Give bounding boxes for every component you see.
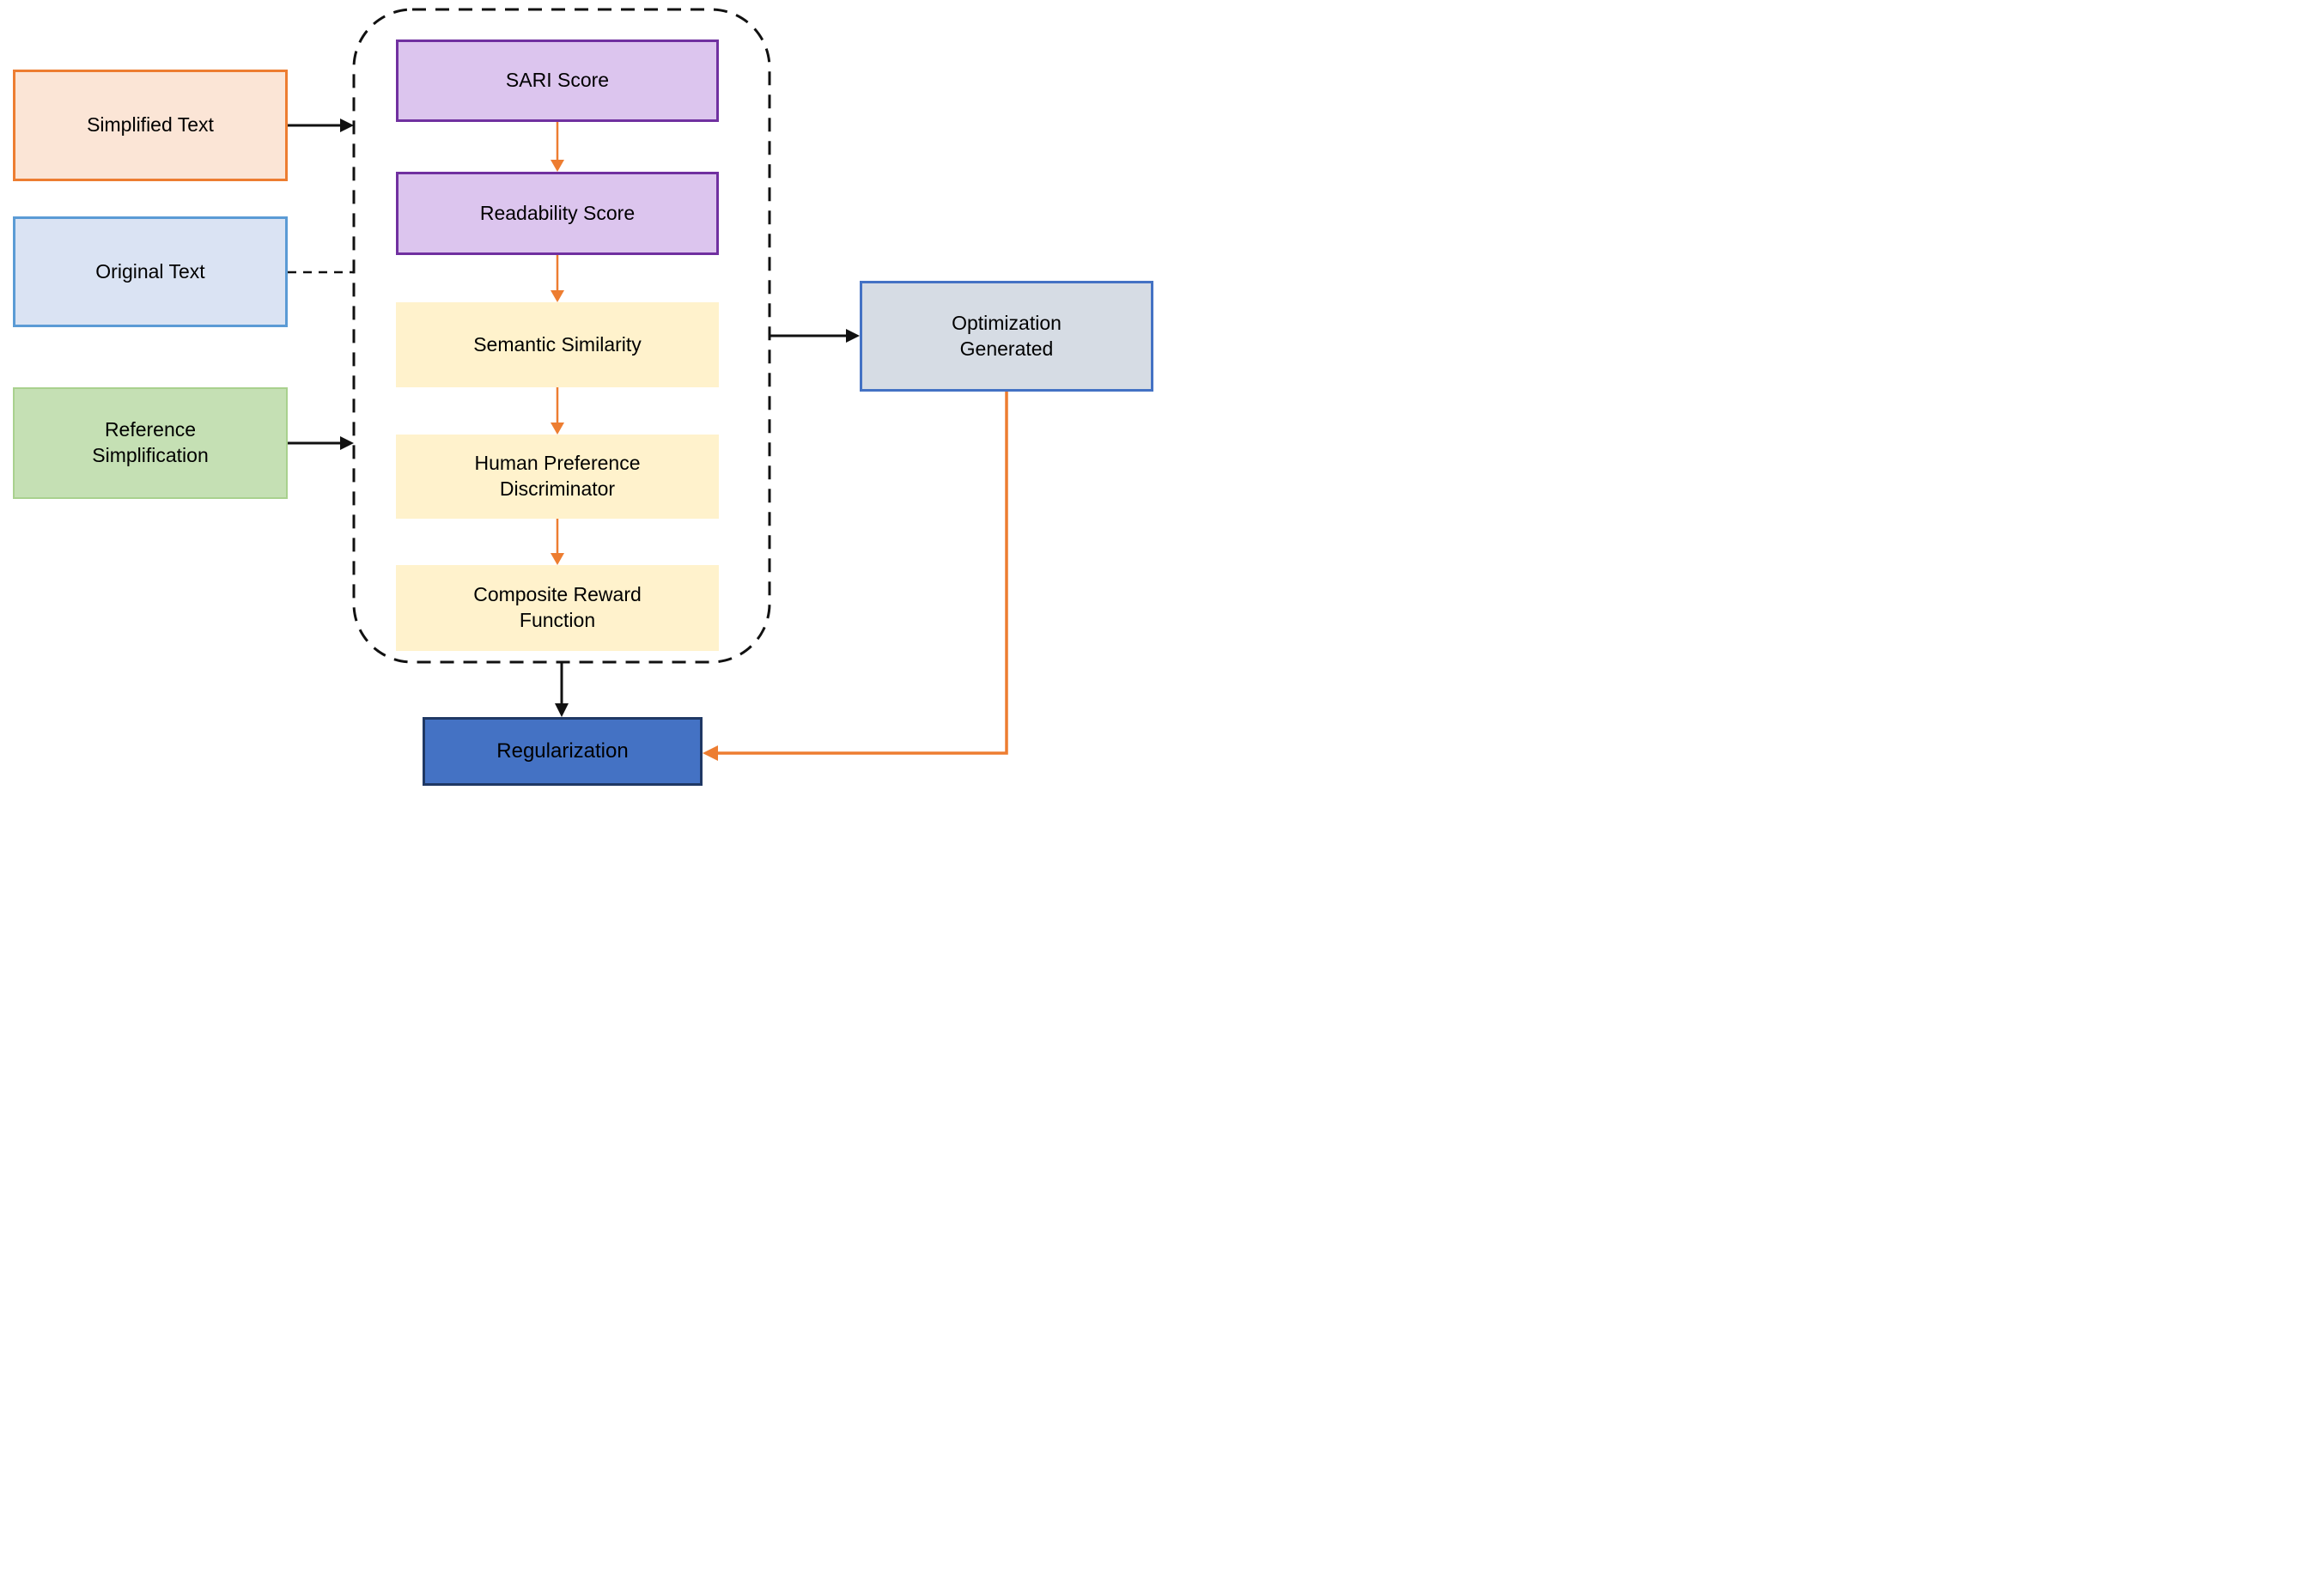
- step-semantic-similarity-label: Semantic Similarity: [473, 332, 642, 356]
- input-original-text-box: Original Text: [13, 216, 288, 327]
- step-sari-score-label: SARI Score: [505, 69, 610, 92]
- reward-pipeline-container: SARI Score Readability Score Semantic Si…: [354, 9, 770, 662]
- arrow-simplified-to-pipeline: [288, 119, 354, 132]
- step-sari-score-box: SARI Score: [396, 40, 719, 122]
- step-human-preference-discriminator-box: Human Preference Discriminator: [396, 435, 719, 519]
- output-optimization-generated-label: Optimization Generated: [952, 311, 1062, 360]
- step-readability-score-box: Readability Score: [396, 172, 719, 255]
- step-composite-reward-function-label: Composite Reward Function: [473, 583, 642, 631]
- output-regularization-box: Regularization: [423, 717, 703, 786]
- arrow-pipeline-to-optimization: [770, 329, 860, 343]
- arrow-reference-to-pipeline: [288, 436, 354, 450]
- step-human-preference-discriminator-label: Human Preference Discriminator: [474, 452, 641, 500]
- step-composite-reward-function-box: Composite Reward Function: [396, 565, 719, 651]
- output-optimization-generated-box: Optimization Generated: [860, 281, 1153, 392]
- output-regularization-label: Regularization: [496, 739, 629, 763]
- input-reference-simplification-label: Reference Simplification: [92, 418, 209, 466]
- step-semantic-similarity-box: Semantic Similarity: [396, 302, 719, 387]
- arrow-pipeline-to-regularization: [555, 663, 569, 717]
- input-reference-simplification-box: Reference Simplification: [13, 387, 288, 499]
- input-original-text-label: Original Text: [95, 259, 205, 283]
- input-simplified-text-box: Simplified Text: [13, 70, 288, 181]
- input-simplified-text-label: Simplified Text: [87, 113, 214, 137]
- step-readability-score-label: Readability Score: [479, 201, 636, 224]
- flowchart-canvas: Simplified Text Original Text Reference …: [0, 0, 1162, 797]
